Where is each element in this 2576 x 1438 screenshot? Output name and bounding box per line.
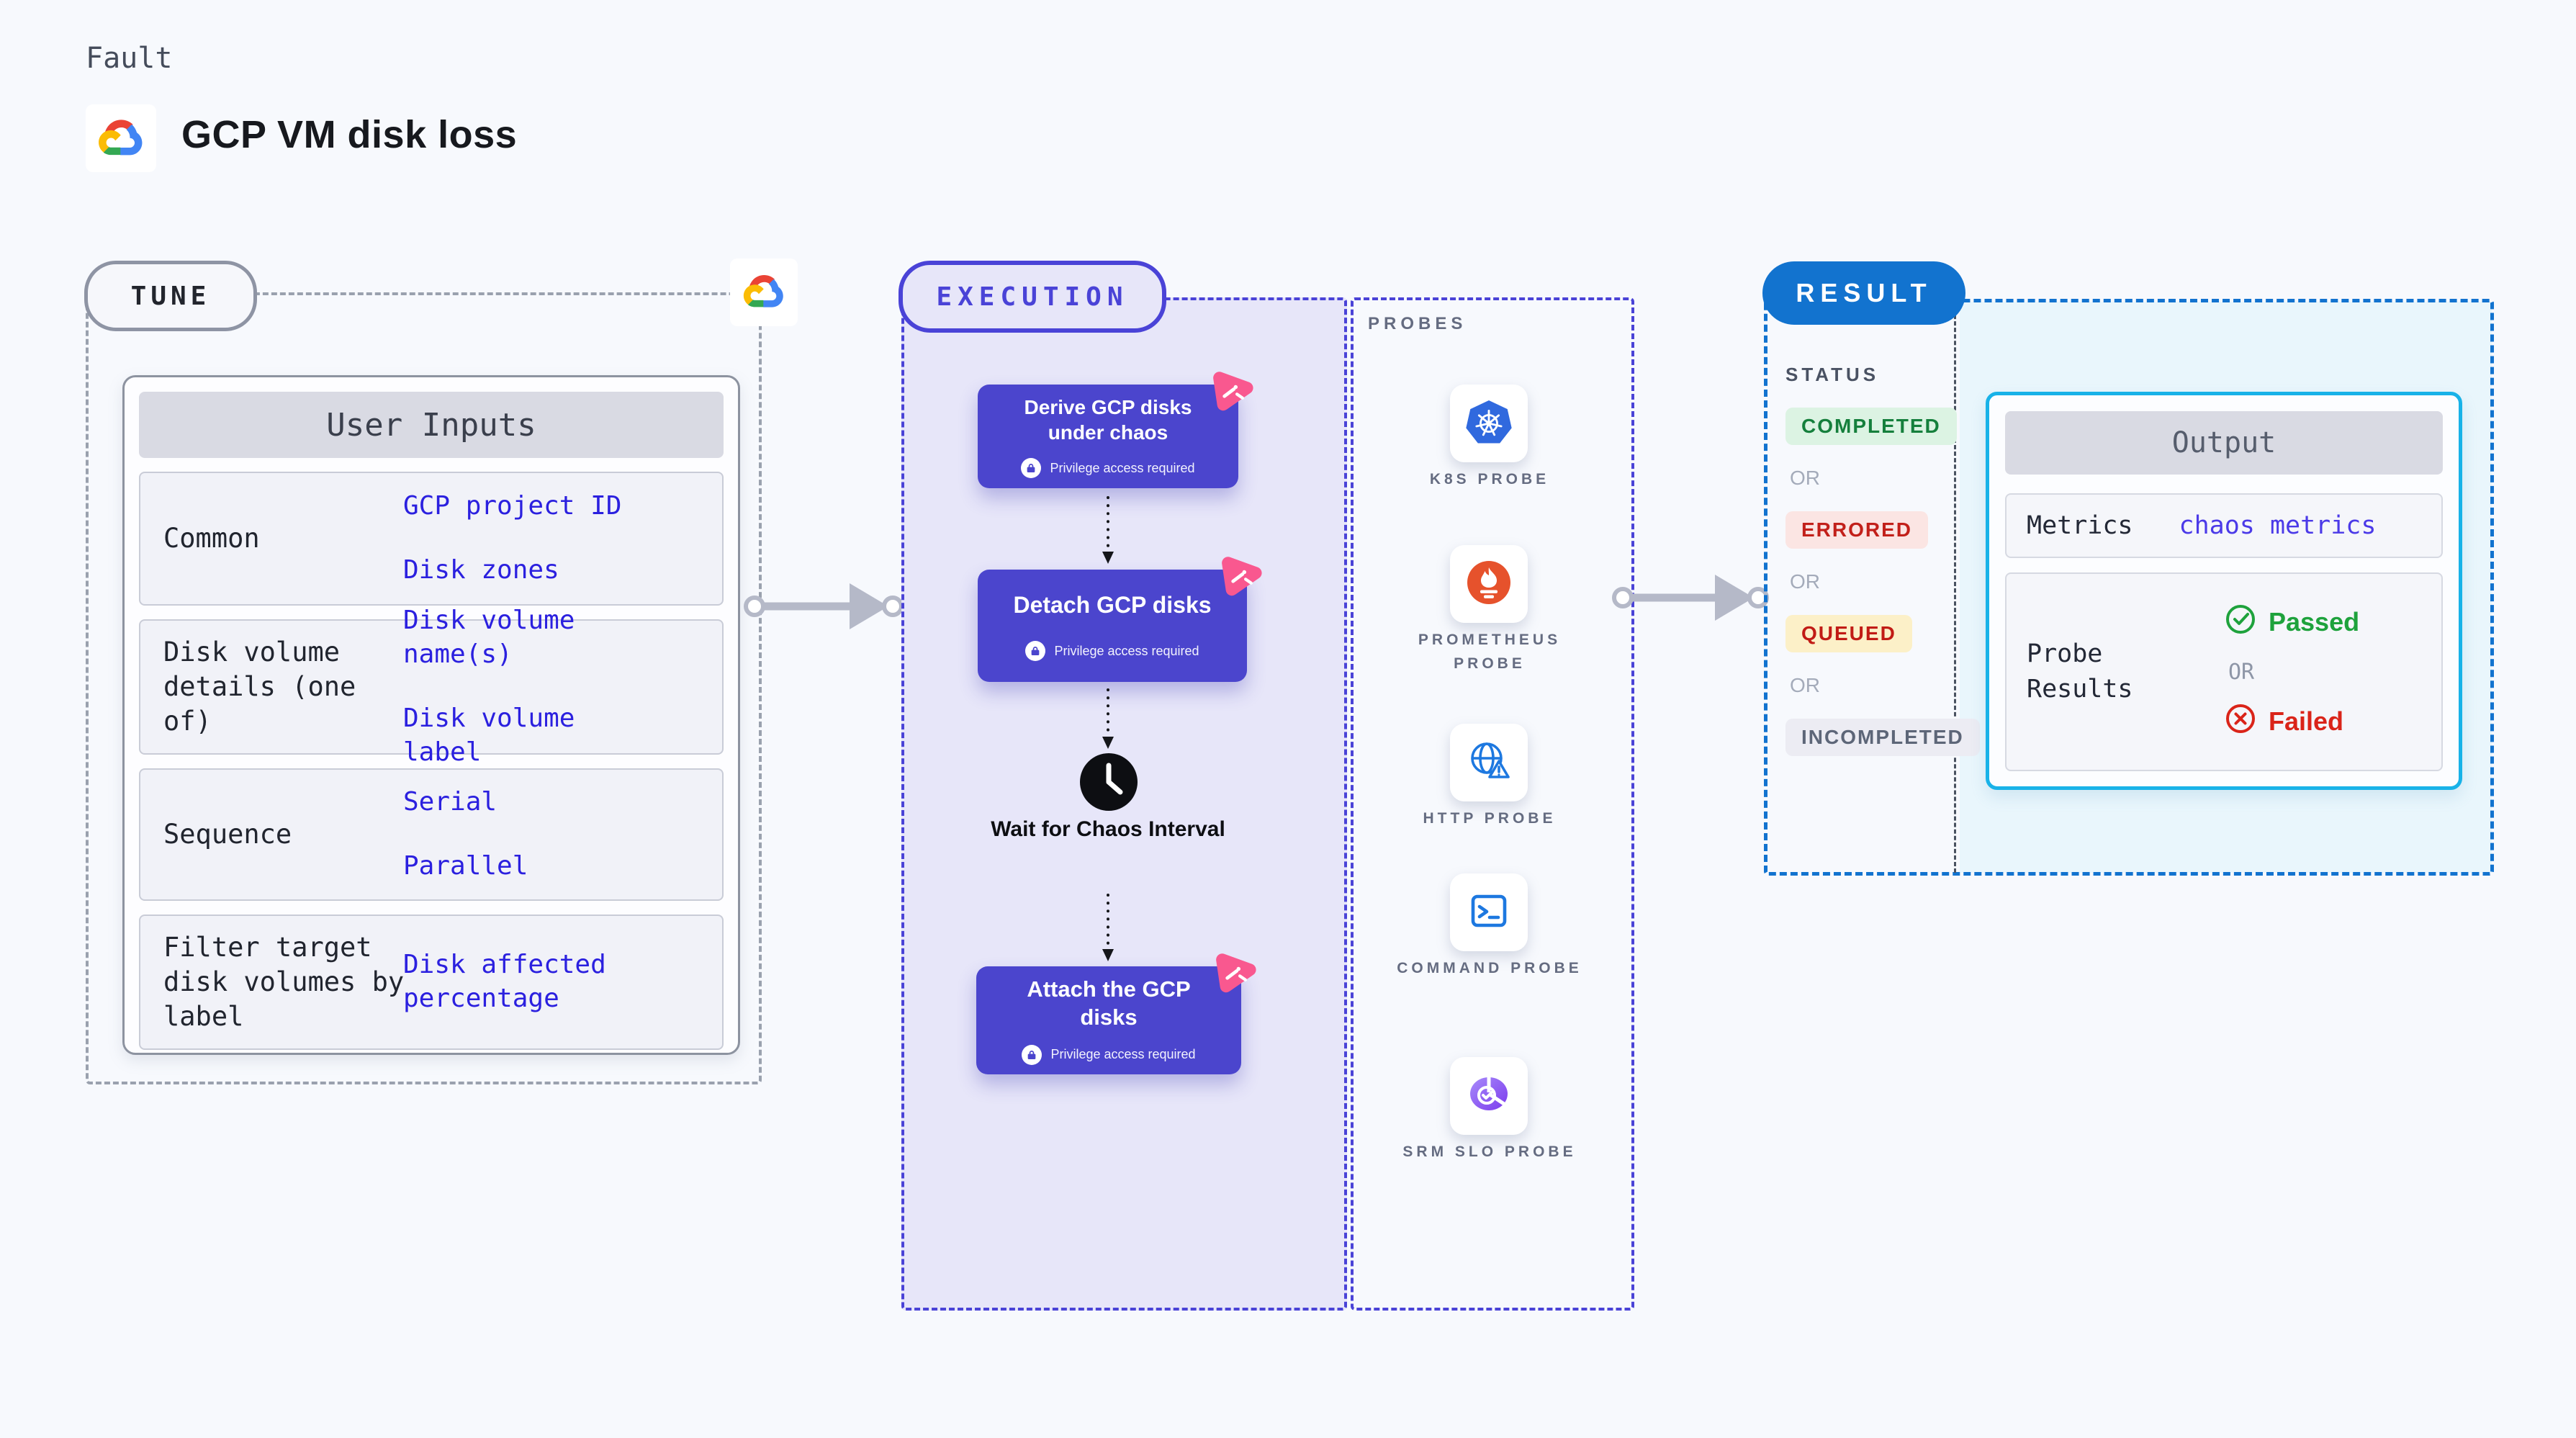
probe-card-k8s [1450, 385, 1528, 462]
metrics-value: chaos metrics [2179, 511, 2377, 540]
input-value: Parallel [403, 851, 528, 881]
flow-arrow-icon [1612, 575, 1769, 621]
gcp-logo-icon [97, 115, 145, 162]
litmus-chaos-icon [1200, 359, 1263, 425]
metrics-label: Metrics [2027, 511, 2133, 540]
probe-label: PROMETHEUS PROBE [1418, 632, 1562, 672]
result-badge: RESULT [1762, 261, 1965, 325]
probe-card-prometheus [1450, 545, 1528, 623]
metrics-row: Metrics chaos metrics [2005, 493, 2443, 558]
lock-icon [1025, 641, 1046, 661]
failed-label: Failed [2269, 706, 2344, 736]
status-column: STATUS COMPLETED OR ERRORED OR QUEUED OR… [1785, 364, 1980, 756]
probe-label: COMMAND PROBE [1397, 960, 1582, 976]
input-row-label: Filter target disk volumes by label [163, 931, 405, 1033]
flow-arrow-icon [744, 583, 904, 629]
result-divider [1954, 302, 1956, 873]
probes-panel [1351, 297, 1634, 1311]
failed-x-icon [2224, 702, 2257, 742]
privilege-label: Privilege access required [1054, 643, 1199, 658]
output-card: Output Metrics chaos metrics Probe Resul… [1986, 392, 2462, 790]
step-title: Attach the GCP disks [1027, 976, 1191, 1030]
gcp-connector-logo-card [730, 259, 798, 326]
privilege-badge: Privilege access required [1021, 458, 1195, 478]
step-derive-gcp-disks: Derive GCP disks under chaos Privilege a… [978, 372, 1253, 488]
input-row-label: Sequence [163, 818, 292, 850]
user-input-row-sequence: Sequence Serial Parallel [139, 768, 724, 901]
page-title: GCP VM disk loss [181, 113, 518, 156]
step-arrow-icon [1102, 496, 1114, 564]
probe-label: SRM SLO PROBE [1402, 1143, 1577, 1160]
wait-for-chaos-interval-label: Wait for Chaos Interval [991, 817, 1225, 841]
or-label: OR [1790, 570, 1820, 593]
probe-card-srm-slo [1450, 1057, 1528, 1135]
probe-card-command [1450, 873, 1528, 951]
input-row-label: Common [163, 522, 260, 554]
tune-panel [86, 292, 762, 1084]
slo-donut-icon [1465, 1072, 1513, 1120]
step-title: Derive GCP disks under chaos [1024, 396, 1192, 444]
step-detach-gcp-disks: Detach GCP disks Privilege access requir… [978, 557, 1262, 682]
fault-kind-label: Fault [86, 42, 173, 75]
privilege-label: Privilege access required [1050, 460, 1195, 475]
input-row-label: Disk volume details (one of) [163, 636, 356, 737]
input-value: Disk volume label [403, 704, 575, 767]
status-badge-completed: COMPLETED [1785, 408, 1957, 445]
user-inputs-title: User Inputs [139, 392, 724, 458]
gcp-logo-card [86, 104, 156, 172]
tune-badge: TUNE [84, 261, 257, 331]
execution-badge: EXECUTION [899, 261, 1166, 333]
user-input-row-disk-volume: Disk volume details (one of) Disk volume… [139, 606, 724, 767]
or-label: OR [1790, 674, 1820, 696]
probe-label: HTTP PROBE [1423, 810, 1557, 827]
privilege-label: Privilege access required [1050, 1047, 1196, 1062]
input-value: Disk affected percentage [403, 950, 606, 1013]
input-value: GCP project ID [403, 491, 622, 521]
litmus-chaos-icon [1203, 941, 1266, 1007]
lock-icon [1022, 1044, 1042, 1065]
input-value: Serial [403, 787, 497, 817]
input-value: Disk zones [403, 555, 559, 585]
litmus-chaos-icon [1209, 544, 1271, 610]
probe-results-label: Probe Results [2027, 639, 2133, 704]
probes-heading: PROBES [1368, 314, 1467, 333]
terminal-icon [1466, 888, 1512, 938]
gcp-logo-icon [742, 271, 785, 314]
kubernetes-icon [1466, 400, 1512, 444]
lock-icon [1021, 458, 1042, 478]
privilege-badge: Privilege access required [1022, 1044, 1196, 1065]
privilege-badge: Privilege access required [1025, 641, 1199, 661]
or-label: OR [1790, 467, 1820, 489]
probe-results-row: Probe Results Passed OR [2005, 572, 2443, 771]
output-title: Output [2005, 411, 2443, 475]
clock-icon [1078, 751, 1140, 817]
http-globe-icon [1465, 738, 1513, 788]
user-input-row-common: Common GCP project ID Disk zones [139, 472, 724, 606]
user-input-row-filter: Filter target disk volumes by label Disk… [139, 915, 724, 1050]
input-value: Disk volume name(s) [403, 606, 575, 670]
status-badge-queued: QUEUED [1785, 615, 1912, 652]
or-label: OR [2228, 659, 2255, 685]
result-panel [1764, 299, 2494, 876]
status-badge-errored: ERRORED [1785, 511, 1929, 549]
passed-check-icon [2224, 603, 2257, 642]
status-badge-incompleted: INCOMPLETED [1785, 719, 1980, 756]
status-heading: STATUS [1785, 364, 1880, 385]
step-attach-gcp-disks: Attach the GCP disks Privilege access re… [976, 953, 1256, 1074]
step-arrow-icon [1102, 894, 1114, 961]
probe-card-http [1450, 724, 1528, 801]
step-arrow-icon [1102, 688, 1114, 749]
prometheus-icon [1466, 560, 1512, 609]
passed-label: Passed [2269, 607, 2360, 637]
step-title: Detach GCP disks [1013, 592, 1212, 618]
probe-label: K8S PROBE [1429, 471, 1550, 487]
user-inputs-card: User Inputs Common GCP project ID Disk z… [122, 375, 740, 1055]
